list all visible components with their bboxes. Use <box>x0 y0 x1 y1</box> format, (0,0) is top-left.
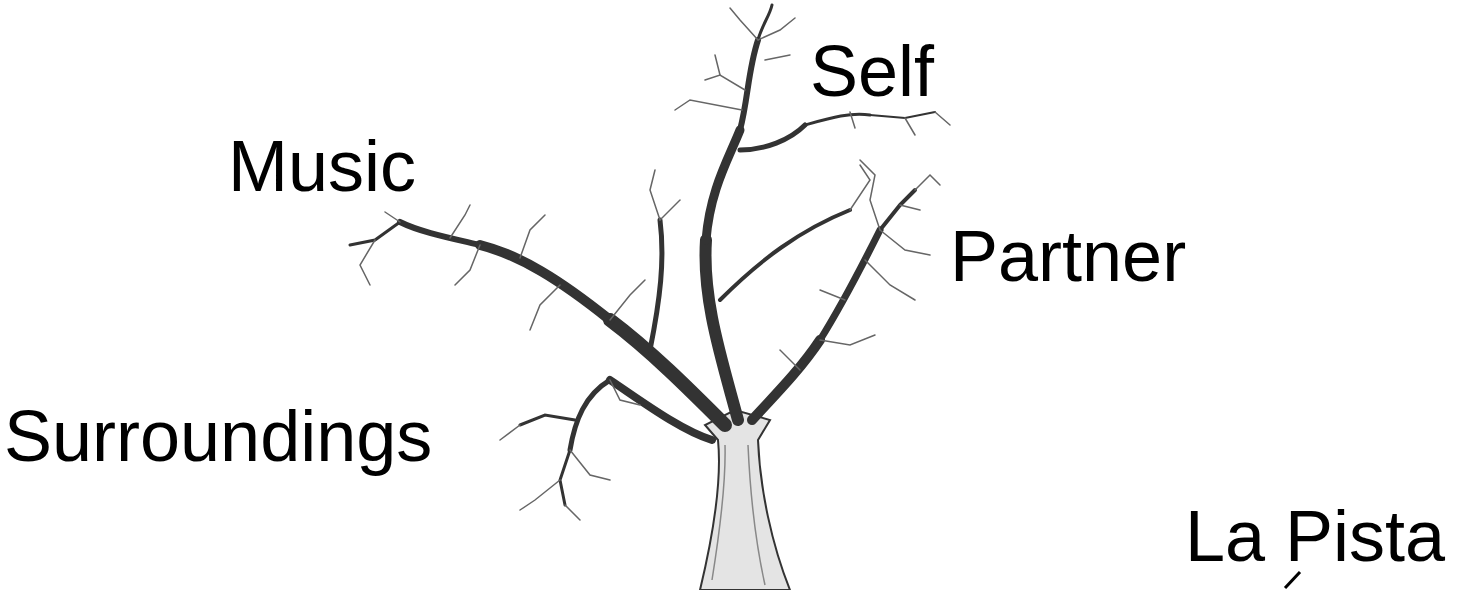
tree-branch <box>560 450 570 505</box>
branch-group <box>360 8 950 520</box>
tree-branch <box>706 130 740 240</box>
branch-label: Surroundings <box>4 400 432 472</box>
tree-branch <box>740 40 758 130</box>
tree-branch <box>360 240 375 285</box>
tree-branch <box>565 505 580 520</box>
tree-branch <box>905 118 915 135</box>
tree-branch <box>450 205 470 238</box>
tree-branch <box>820 290 845 300</box>
tree-branch <box>752 340 820 420</box>
tree-branch <box>385 212 400 222</box>
branch-label: Music <box>228 130 416 202</box>
tree-branch <box>820 335 875 345</box>
tree-branch <box>520 480 560 510</box>
tree-branch <box>455 245 480 285</box>
tree-branch <box>705 75 745 90</box>
tree-branch <box>935 112 950 125</box>
branch-label: Partner <box>950 220 1186 292</box>
tree-branch <box>765 55 790 60</box>
tree-branch <box>720 210 850 300</box>
tree-branch <box>758 18 795 40</box>
tree-branch <box>915 175 940 190</box>
tree-branch <box>705 240 738 420</box>
tree-branch <box>865 260 915 300</box>
tree-branch <box>730 8 758 40</box>
tree-branch <box>805 114 870 125</box>
tree-branch <box>610 320 725 425</box>
tree-branch <box>880 230 930 255</box>
tree-branch <box>780 350 800 370</box>
tree-branch <box>900 205 920 210</box>
tree-branch <box>480 245 610 320</box>
tree-branch <box>610 280 645 320</box>
tree-branch <box>520 415 575 425</box>
tree-branch <box>870 112 935 118</box>
tree-branch <box>660 200 680 220</box>
tree-branch <box>520 215 545 258</box>
tree-branch <box>610 380 712 440</box>
tree-branch <box>570 450 610 480</box>
tree-branch <box>675 100 742 110</box>
tree-branch <box>650 220 662 350</box>
tree-branch <box>570 380 610 450</box>
tree-branch <box>400 222 480 245</box>
tree-branch <box>350 222 400 245</box>
tree-branch <box>880 190 915 230</box>
tree-branch <box>530 285 560 330</box>
branch-label: La Pista <box>1185 500 1445 572</box>
tree-branch <box>712 445 765 585</box>
tree-branch <box>650 170 660 220</box>
tree-branch <box>715 55 720 75</box>
tree-branch <box>850 165 870 210</box>
tree-branch <box>820 230 880 340</box>
tree-branch <box>610 380 640 405</box>
leader-line <box>1285 572 1300 588</box>
tree-branch <box>500 425 520 440</box>
tree-branch <box>740 125 805 150</box>
tree-branch <box>850 112 855 128</box>
branch-group <box>350 5 935 505</box>
branch-label: Self <box>810 35 934 107</box>
